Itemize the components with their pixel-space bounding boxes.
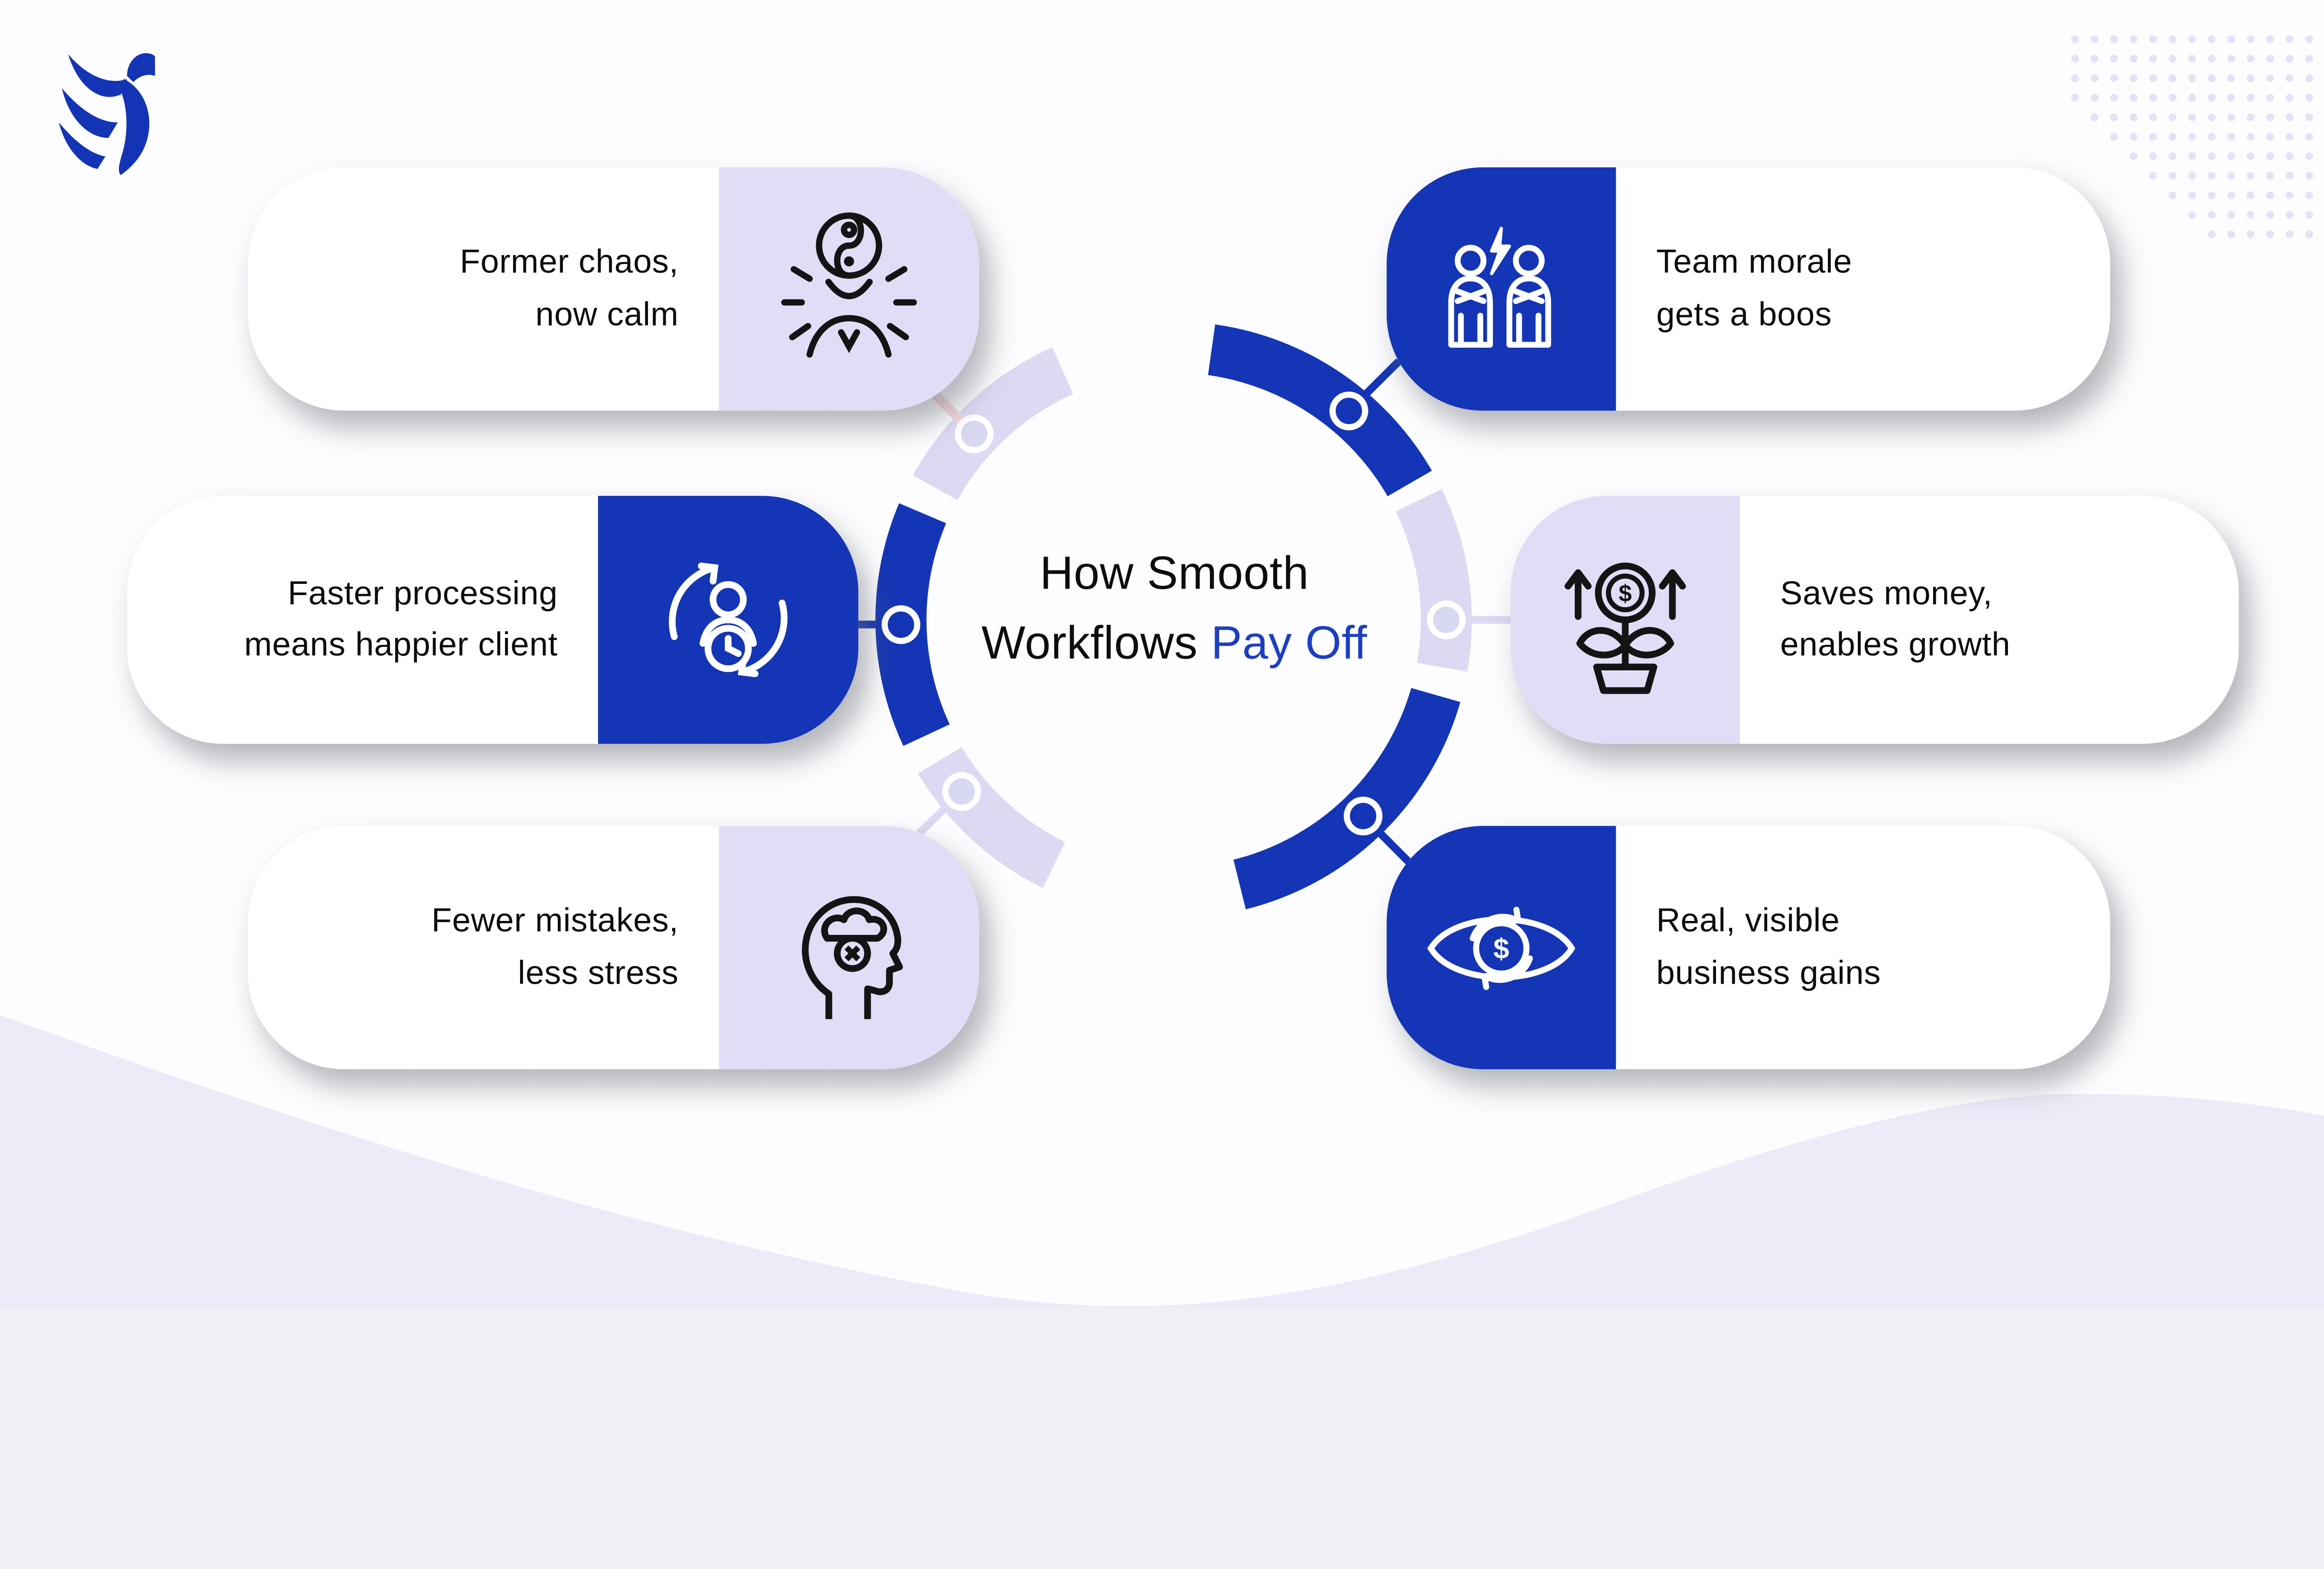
eagle-beak — [152, 55, 155, 76]
eagle-logo — [59, 53, 155, 175]
card-icon-section — [598, 496, 858, 744]
card-icon-section — [719, 167, 979, 411]
center-ring-diagram — [849, 324, 1519, 910]
zen-person-icon — [781, 212, 917, 357]
card-business-gains: $ Real, visible business gains — [1386, 826, 2110, 1069]
ring-node-top-right — [1329, 391, 1368, 430]
card-text-line: Team morale — [1656, 243, 1852, 281]
card-text-line: Fewer mistakes, — [431, 902, 679, 940]
card-text-line: gets a boos — [1656, 295, 1832, 332]
page-title: How Smooth Workflows Pay Off — [982, 539, 1367, 679]
card-text: Team morale gets a boos — [1616, 167, 2110, 410]
ring-node-left — [881, 605, 920, 644]
ring-node-right — [1426, 600, 1466, 639]
team-conflict-icon — [1448, 226, 1552, 347]
card-text: Former chaos, now calm — [248, 167, 719, 410]
eagle-body — [118, 79, 150, 175]
eagle-wing-bottom — [59, 122, 106, 169]
card-text: Real, visible business gains — [1616, 826, 2110, 1069]
ring-node-bottom-left — [942, 772, 981, 811]
card-text: Saves money, enables growth — [1740, 496, 2238, 744]
infographic-canvas: How Smooth Workflows Pay Off Former chao… — [0, 0, 2324, 1308]
card-text-line: Former chaos, — [460, 243, 679, 281]
card-text-line: less stress — [518, 953, 679, 991]
card-icon-section — [1386, 167, 1616, 411]
card-text-line: Faster processing — [288, 574, 558, 612]
title-line-2: Workflows Pay Off — [982, 609, 1367, 679]
card-former-chaos: Former chaos, now calm — [248, 167, 979, 411]
card-text-line: Saves money, — [1780, 574, 1993, 612]
ring-arc-top-right — [1208, 324, 1432, 497]
card-text: Faster processing means happier client — [127, 496, 598, 744]
money-plant-icon: $ — [1565, 563, 1686, 694]
eye-dollar-icon: $ — [1427, 906, 1576, 989]
card-text: Fewer mistakes, less stress — [248, 826, 719, 1069]
card-saves-money: $ Saves money, enables growth — [1511, 496, 2239, 744]
ring-node-bottom-right — [1343, 796, 1383, 835]
person-clock-cycle-icon — [669, 563, 788, 677]
ring-arc-right — [1395, 489, 1472, 672]
card-text-line: Real, visible — [1656, 902, 1840, 940]
card-fewer-mistakes: Fewer mistakes, less stress — [248, 826, 979, 1069]
card-text-line: means happier client — [244, 626, 558, 663]
card-team-morale: Team morale gets a boos — [1386, 167, 2110, 411]
card-icon-section: $ — [1386, 826, 1616, 1069]
title-line-1: How Smooth — [1040, 549, 1309, 600]
card-icon-section: $ — [1511, 496, 1740, 744]
card-icon-section — [719, 826, 979, 1069]
title-line2-accent: Pay Off — [1211, 618, 1367, 669]
title-line2-black: Workflows — [981, 618, 1198, 669]
card-text-line: now calm — [535, 295, 679, 332]
ring-arc-top-left — [912, 347, 1074, 501]
eagle-wing-top — [68, 54, 127, 97]
svg-text:$: $ — [1619, 580, 1632, 606]
card-faster-processing: Faster processing means happier client — [127, 496, 858, 744]
card-text-line: enables growth — [1780, 626, 2011, 663]
eagle-head — [127, 53, 155, 82]
head-brain-error-icon — [802, 895, 903, 1019]
ring-node-top-left — [955, 414, 994, 453]
eagle-wing-middle — [62, 88, 118, 138]
card-text-line: business gains — [1656, 953, 1881, 991]
svg-text:$: $ — [1493, 932, 1509, 964]
